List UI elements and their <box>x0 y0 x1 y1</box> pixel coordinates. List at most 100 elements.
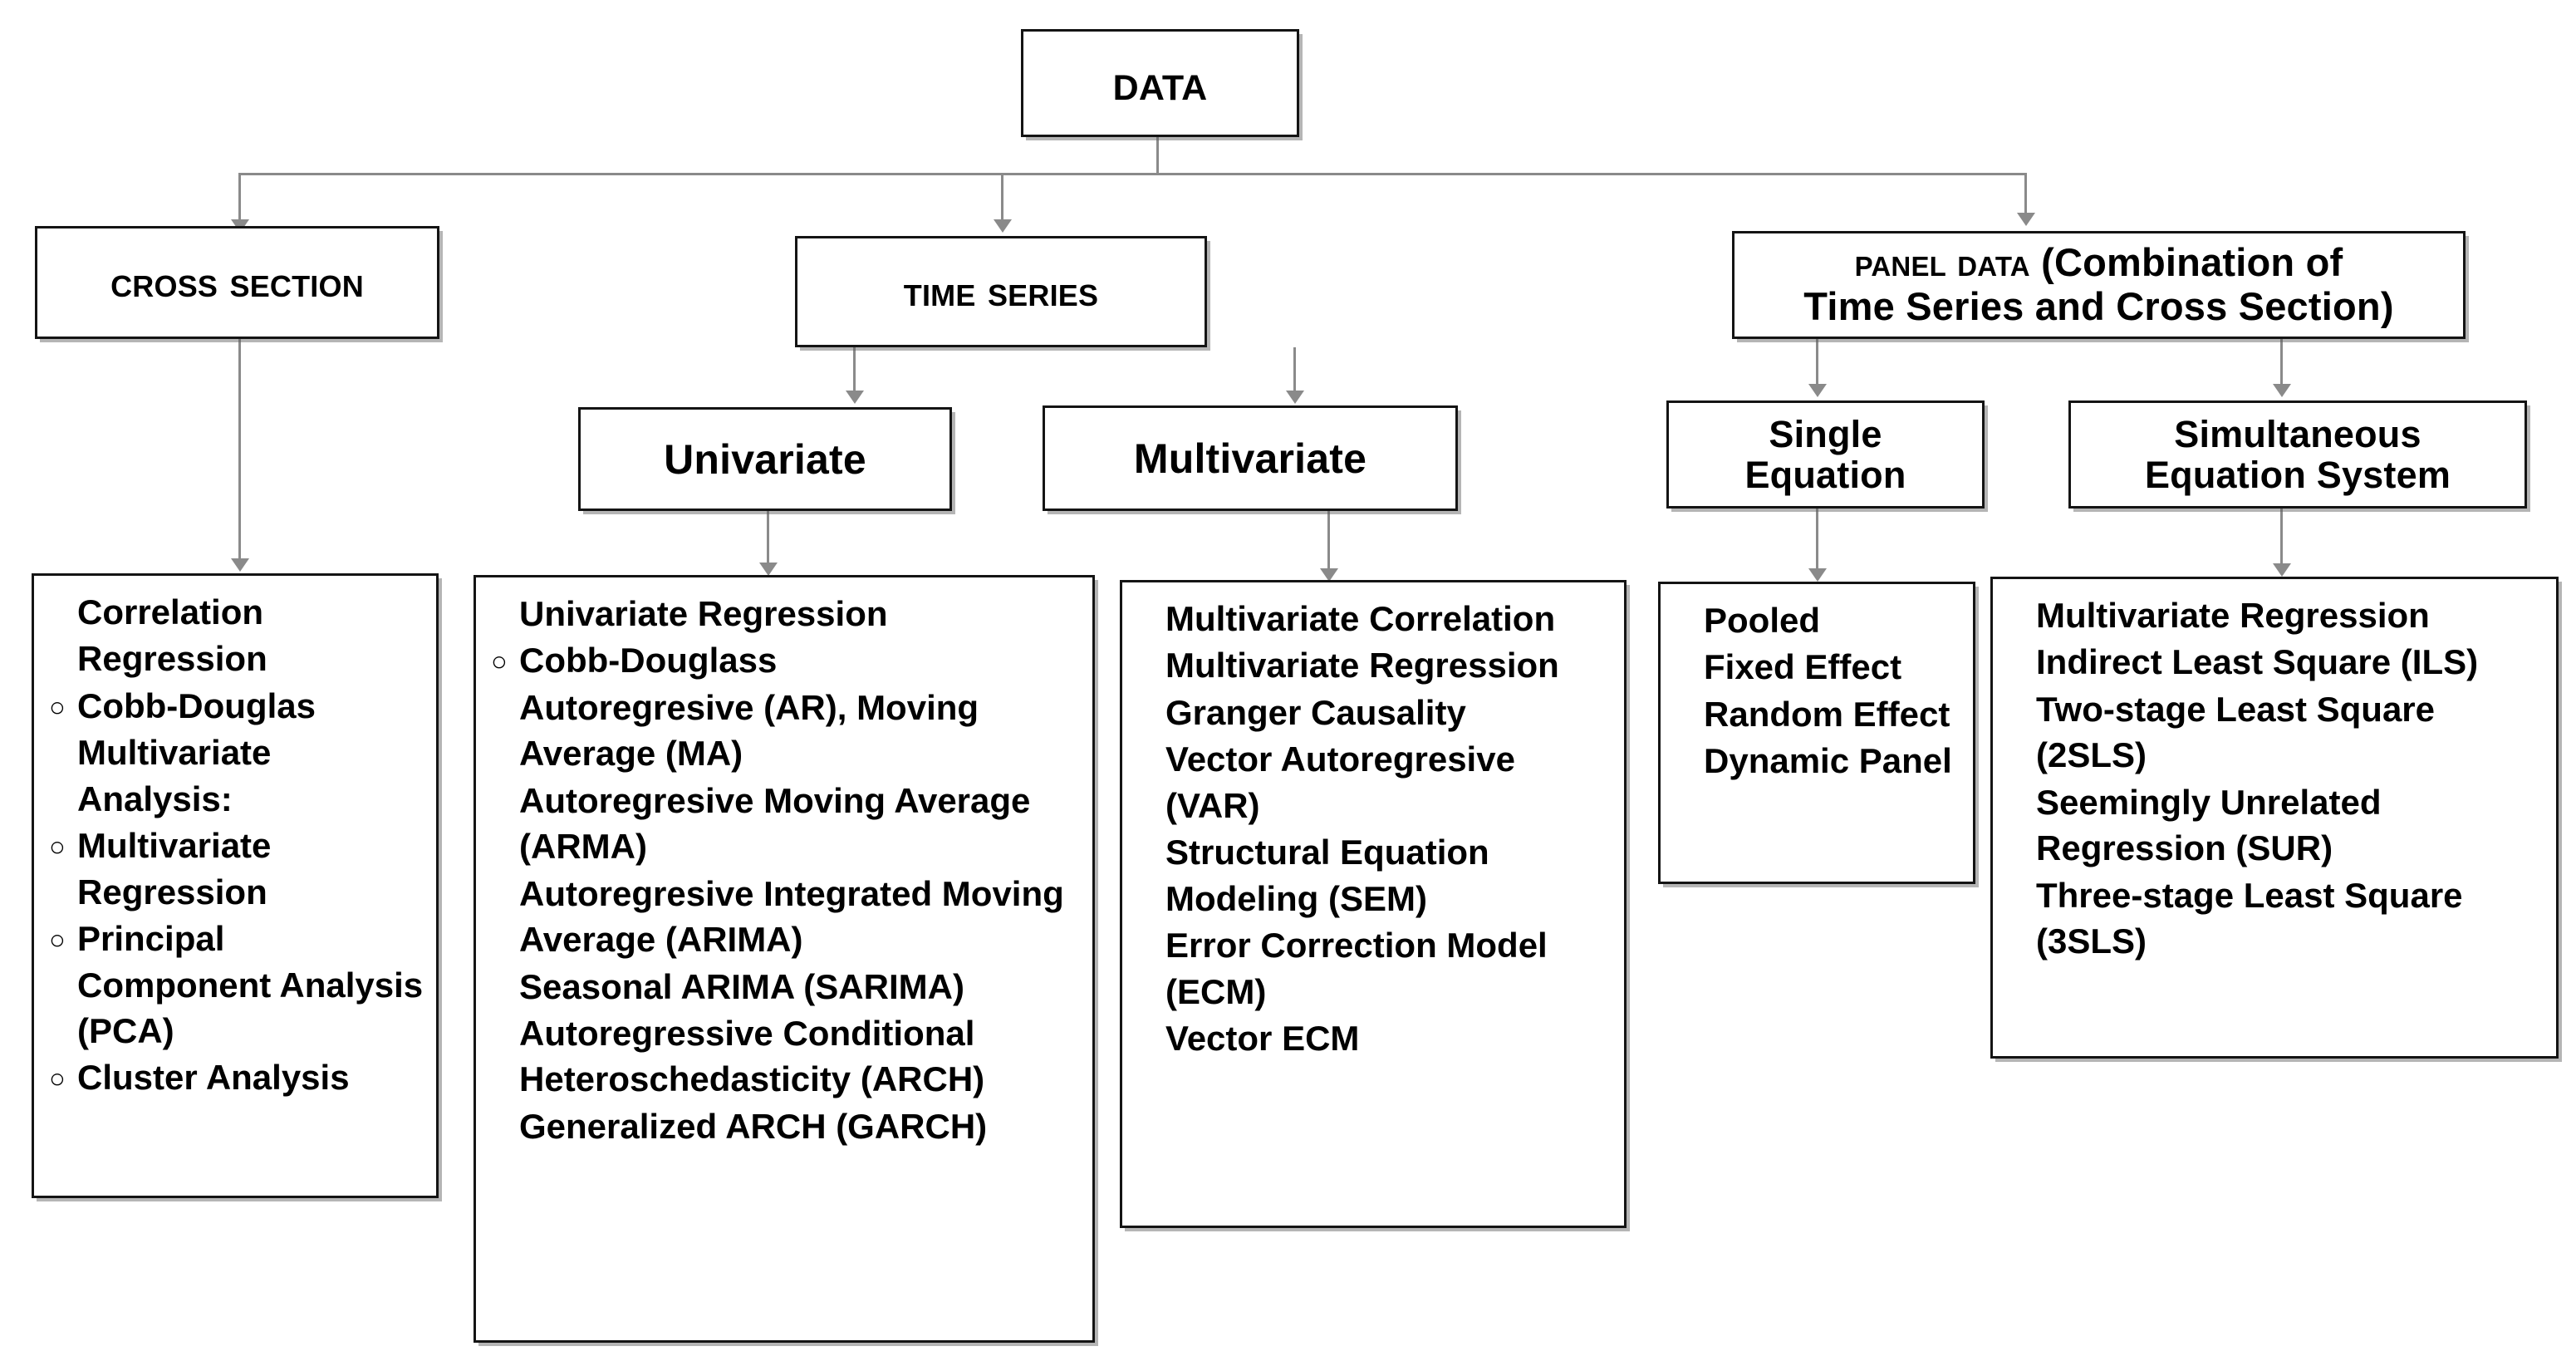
circle-bullet-icon: ○ <box>49 831 66 862</box>
connector-panel-simultaneous <box>2280 339 2283 391</box>
node-simultaneous-equation-system[interactable]: Simultaneous Equation System <box>2068 400 2527 509</box>
list-item-label: Autoregressive Conditional Heteroschedas… <box>519 1013 985 1099</box>
list-item: Pooled <box>1676 597 1965 643</box>
list-item-label: Multivariate Regression <box>1165 646 1559 685</box>
arrowhead-time-series <box>994 219 1012 233</box>
list-item-label: Structural Equation Modeling (SEM) <box>1165 833 1489 918</box>
list-item: Univariate Regression <box>491 591 1084 636</box>
node-multivariate[interactable]: Multivariate <box>1043 405 1458 511</box>
list-item: Seemingly Unrelated Regression (SUR) <box>2008 779 2548 872</box>
circle-bullet-icon: ○ <box>49 924 66 956</box>
list-item: Autoregresive (AR), Moving Average (MA) <box>491 685 1084 777</box>
node-time-series-label: Time Series <box>903 268 1099 316</box>
arrowhead-simultaneous <box>2273 384 2291 397</box>
arrowhead-univariate-methods <box>759 563 778 576</box>
node-univariate[interactable]: Univariate <box>578 407 952 511</box>
arrowhead-panel-data <box>2017 213 2035 226</box>
connector-univariate-methods <box>767 511 769 567</box>
node-panel-data-label-caps: Panel Data <box>1854 240 2030 285</box>
node-simultaneous-line1: Simultaneous <box>2174 412 2421 455</box>
arrowhead-multivariate-methods <box>1320 568 1338 582</box>
node-univariate-label: Univariate <box>664 435 866 483</box>
list-item: ○Cobb-Douglas <box>49 683 428 729</box>
list-item-label: Fixed Effect <box>1704 647 1902 687</box>
list-item-label: Correlation <box>77 592 264 631</box>
node-single-equation-line2: Equation <box>1744 454 1906 496</box>
list-item-label: Cobb-Douglas <box>77 685 316 725</box>
connector-timeseries-univariate <box>853 347 856 397</box>
list-item: Multivariate Regression <box>1137 642 1616 688</box>
list-item: Granger Causality <box>1137 690 1616 735</box>
list-item-label: Multivariate Regression <box>77 826 272 911</box>
arrowhead-simultaneous-methods <box>2273 563 2291 577</box>
list-item: Error Correction Model (ECM) <box>1137 922 1616 1015</box>
list-item-label: Random Effect <box>1704 694 1950 734</box>
list-item-label: Multivariate Correlation <box>1165 599 1556 638</box>
connector-to-panel-data <box>2024 173 2027 219</box>
node-panel-data-line1: Panel Data (Combination of <box>1855 241 2343 285</box>
list-item-label: Seemingly Unrelated Regression (SUR) <box>2036 782 2382 868</box>
connector-timeseries-multivariate <box>1293 347 1296 397</box>
node-time-series[interactable]: Time Series <box>795 236 1207 347</box>
list-item-label: Regression <box>77 639 267 679</box>
list-item: ○ Principal Component Analysis (PCA) <box>49 916 428 1054</box>
list-item: Autoregressive Conditional Heteroschedas… <box>491 1010 1084 1103</box>
list-item-label: Generalized ARCH (GARCH) <box>519 1106 988 1146</box>
list-item: Vector Autoregresive (VAR) <box>1137 736 1616 828</box>
arrowhead-cross-section-methods <box>231 558 249 572</box>
list-item: Multivariate Analysis: <box>49 730 428 822</box>
list-item: Vector ECM <box>1137 1015 1616 1061</box>
list-item: Multivariate Correlation <box>1137 596 1616 641</box>
list-item-label: Three-stage Least Square (3SLS) <box>2036 875 2463 961</box>
list-item-label: Seasonal ARIMA (SARIMA) <box>519 966 964 1006</box>
arrowhead-single-equation <box>1808 384 1827 397</box>
list-item-label: Multivariate Regression <box>2036 596 2430 635</box>
arrowhead-multivariate <box>1286 391 1304 404</box>
list-item-label: Principal Component Analysis (PCA) <box>77 919 424 1050</box>
list-item-label: Autoregresive Moving Average (ARMA) <box>519 780 1031 867</box>
list-item-label: Autoregresive (AR), Moving Average (MA) <box>519 687 979 774</box>
list-item: Multivariate Regression <box>2008 592 2548 638</box>
list-item: Seasonal ARIMA (SARIMA) <box>491 964 1084 1010</box>
node-cross-section[interactable]: Cross Section <box>35 226 439 339</box>
node-data-root-label: Data <box>1112 54 1208 112</box>
list-item: Generalized ARCH (GARCH) <box>491 1103 1084 1149</box>
connector-panel-single-equation <box>1816 339 1818 391</box>
list-item-label: Univariate Regression <box>519 594 888 633</box>
list-item: Random Effect <box>1676 691 1965 737</box>
connector-single-equation-methods <box>1816 509 1818 573</box>
circle-bullet-icon: ○ <box>49 1063 66 1094</box>
node-data-root[interactable]: Data <box>1021 29 1299 137</box>
node-single-equation[interactable]: Single Equation <box>1666 400 1985 509</box>
list-item-label: Granger Causality <box>1165 692 1466 732</box>
list-item-label: Vector ECM <box>1165 1018 1360 1058</box>
node-single-equation-line1: Single <box>1769 412 1882 455</box>
list-item-label: Cluster Analysis <box>77 1058 350 1098</box>
circle-bullet-icon: ○ <box>491 646 508 677</box>
list-item: Autoregresive Integrated Moving Average … <box>491 871 1084 963</box>
list-item: ○Cobb-Douglass <box>491 637 1084 683</box>
list-item: Fixed Effect <box>1676 644 1965 690</box>
node-simultaneous-line2: Equation System <box>2144 454 2451 496</box>
list-item-label: Error Correction Model (ECM) <box>1165 926 1548 1011</box>
connector-root-stub <box>1156 137 1159 174</box>
list-item: Autoregresive Moving Average (ARMA) <box>491 778 1084 870</box>
connector-to-cross-section <box>238 173 241 224</box>
list-item-label: Pooled <box>1704 601 1821 640</box>
list-item-label: Autoregresive Integrated Moving Average … <box>519 873 1064 960</box>
list-item-label: Indirect Least Square (ILS) <box>2036 642 2479 682</box>
list-item: Dynamic Panel <box>1676 738 1965 784</box>
node-panel-data[interactable]: Panel Data (Combination of Time Series a… <box>1732 231 2466 339</box>
list-item: ○ Multivariate Regression <box>49 823 428 915</box>
list-item-label: Two-stage Least Square (2SLS) <box>2036 689 2436 775</box>
